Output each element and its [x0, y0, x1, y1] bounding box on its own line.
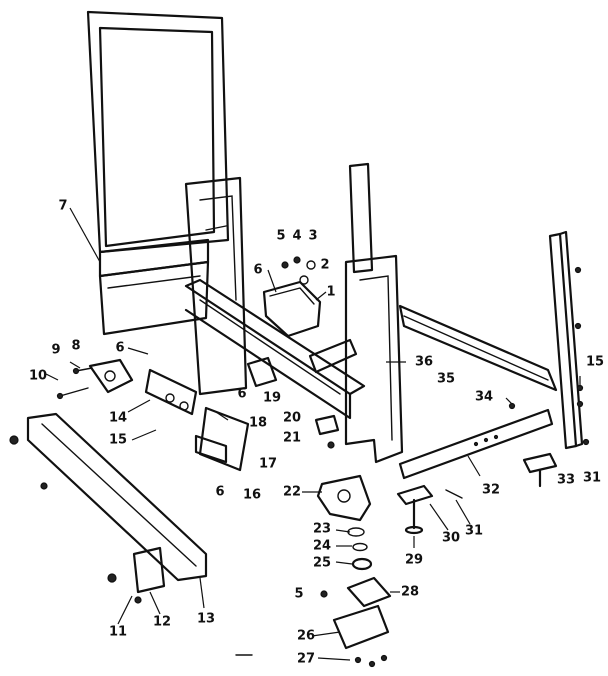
callout-5-top: 5	[276, 229, 285, 244]
bracket-part-19	[246, 356, 278, 388]
screw-part-5-top	[281, 261, 289, 269]
screws-right-track	[508, 266, 590, 446]
leader-lines	[45, 207, 581, 661]
kick-bracket-part-12	[132, 546, 166, 594]
rail-part-32	[398, 408, 554, 480]
ring-part-23	[347, 527, 365, 537]
callout-6-left: 6	[115, 341, 124, 356]
callout-20: 20	[283, 411, 301, 426]
callout-26: 26	[297, 629, 315, 644]
screw-top-left	[9, 435, 48, 490]
callout-34: 34	[475, 390, 493, 405]
callout-19: 19	[263, 391, 281, 406]
callout-5-bottom: 5	[294, 587, 303, 602]
callout-27: 27	[297, 652, 315, 667]
callout-9: 9	[51, 343, 60, 358]
washer-part-3	[306, 260, 316, 270]
screw-part-21	[327, 441, 335, 449]
frame-right-upright	[344, 162, 404, 464]
rear-rail	[308, 338, 358, 374]
callout-labels: 1 2 3 4 5 6 7 8 9 10 6 6 14 18 19 15 17 …	[29, 199, 604, 667]
callout-23: 23	[313, 522, 331, 537]
foot-right	[522, 452, 558, 488]
callout-31-right: 31	[583, 471, 601, 486]
callout-15-left: 15	[109, 433, 127, 448]
callout-28: 28	[401, 585, 419, 600]
callout-25: 25	[313, 556, 331, 571]
callout-33: 33	[557, 473, 575, 488]
valve-part-22	[316, 474, 372, 522]
callout-35: 35	[437, 372, 455, 387]
callout-31-left: 31	[465, 524, 483, 539]
callout-3: 3	[308, 229, 317, 244]
nut-part-2	[299, 275, 309, 285]
callout-12: 12	[153, 615, 171, 630]
callout-18: 18	[249, 416, 267, 431]
plate-part-26	[332, 604, 390, 650]
clip-part-20	[314, 414, 340, 436]
callout-7: 7	[58, 199, 67, 214]
callout-30: 30	[442, 531, 460, 546]
screws-part-27	[354, 654, 388, 668]
callout-13: 13	[197, 612, 215, 627]
callout-1: 1	[326, 285, 335, 300]
callout-32: 32	[482, 483, 500, 498]
callout-29: 29	[405, 553, 423, 568]
callout-22: 22	[283, 485, 301, 500]
callout-16: 16	[243, 488, 261, 503]
callout-2: 2	[320, 258, 329, 273]
callout-21: 21	[283, 431, 301, 446]
callout-6-bottom: 6	[215, 485, 224, 500]
bracket-part-30	[396, 484, 434, 506]
callout-24: 24	[313, 539, 331, 554]
callout-10: 10	[29, 369, 47, 384]
kick-panel-part-13	[26, 412, 208, 582]
callout-11: 11	[109, 625, 127, 640]
panel-part-7	[86, 10, 230, 336]
clip-part-16	[194, 434, 228, 464]
bracket-part-28	[346, 576, 392, 608]
rail-part-35	[398, 304, 558, 392]
screw-part-11	[107, 573, 142, 604]
callout-14: 14	[109, 411, 127, 426]
switch-part-8	[88, 358, 134, 394]
screw-part-31-left	[445, 489, 463, 499]
screw-part-4	[293, 256, 301, 264]
callout-6-mid: 6	[237, 387, 246, 402]
callout-6-bracket: 6	[253, 263, 262, 278]
callout-17: 17	[259, 457, 277, 472]
screw-part-9	[72, 367, 93, 375]
foot-part-29	[404, 498, 424, 535]
frame-left-upright	[184, 176, 248, 396]
callout-15-right: 15	[586, 355, 604, 370]
screw-part-5-bottom	[320, 590, 328, 598]
callout-36: 36	[415, 355, 433, 370]
grommet-part-25	[351, 557, 373, 571]
rail-part-18	[184, 278, 366, 420]
hinge-part-14	[144, 368, 198, 416]
callout-4: 4	[292, 229, 301, 244]
callout-8: 8	[71, 339, 80, 354]
screw-part-10	[56, 387, 89, 400]
ring-part-24	[352, 542, 368, 552]
track-part-33	[548, 230, 584, 450]
